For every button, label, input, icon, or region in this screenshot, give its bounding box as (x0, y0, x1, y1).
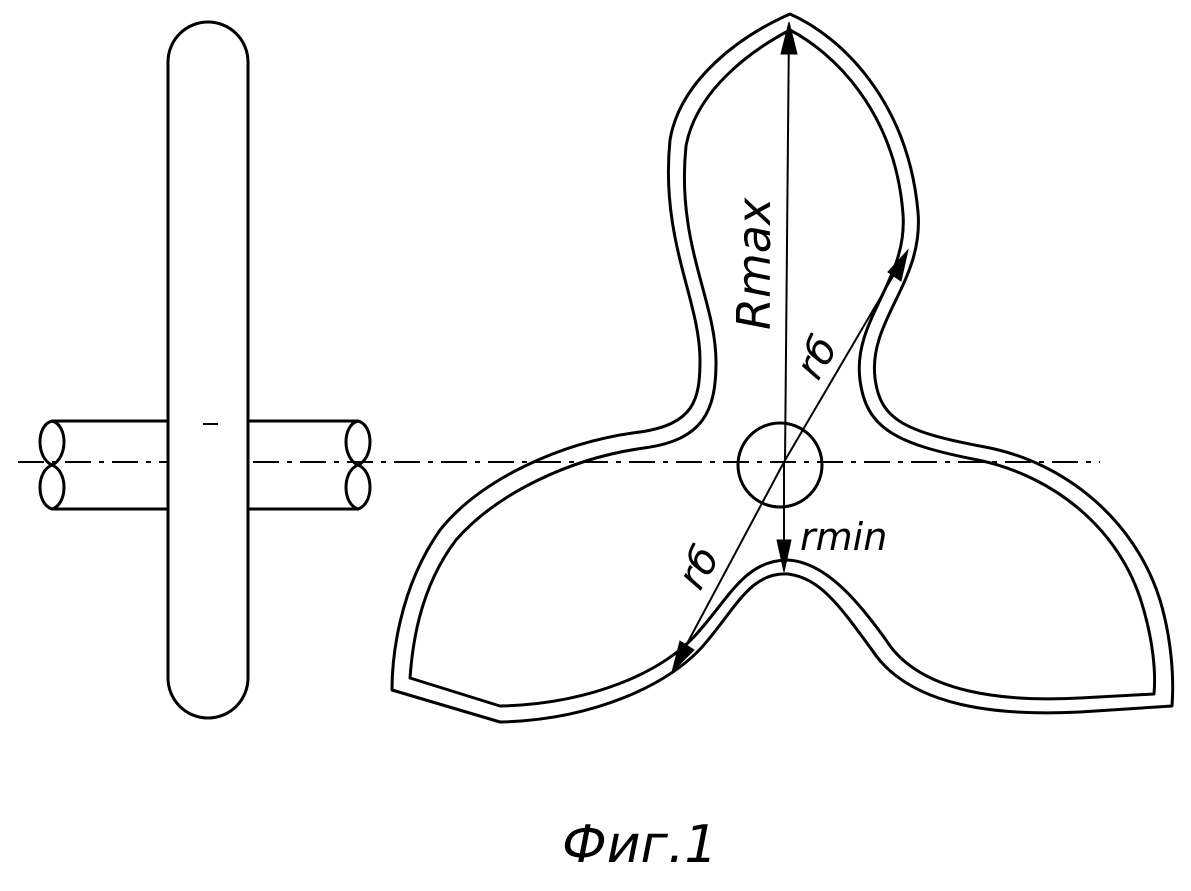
figure-caption: Фиг.1 (562, 815, 718, 875)
rmax-arrowhead (780, 21, 798, 55)
rb-upper-dimension-line (783, 253, 907, 463)
side-view (38, 20, 372, 720)
rmin-arrowhead (776, 539, 792, 573)
rmax-dimension-line (784, 25, 790, 463)
hub-circle (736, 421, 824, 509)
wheel-side-profile (166, 20, 250, 720)
rb-lower-arrowhead (671, 640, 695, 674)
label-rb-upper: rб (787, 328, 847, 387)
label-rb-lower: rб (669, 538, 729, 597)
rb-upper-arrowhead (887, 248, 909, 282)
trefoil-inner-contour (408, 28, 1157, 708)
trefoil-outer-contour (390, 12, 1175, 724)
rb-lower-dimension-line (673, 461, 785, 669)
label-rmin: rmin (800, 515, 887, 559)
label-rmax: Rmax (727, 197, 781, 330)
front-view (390, 12, 1175, 724)
